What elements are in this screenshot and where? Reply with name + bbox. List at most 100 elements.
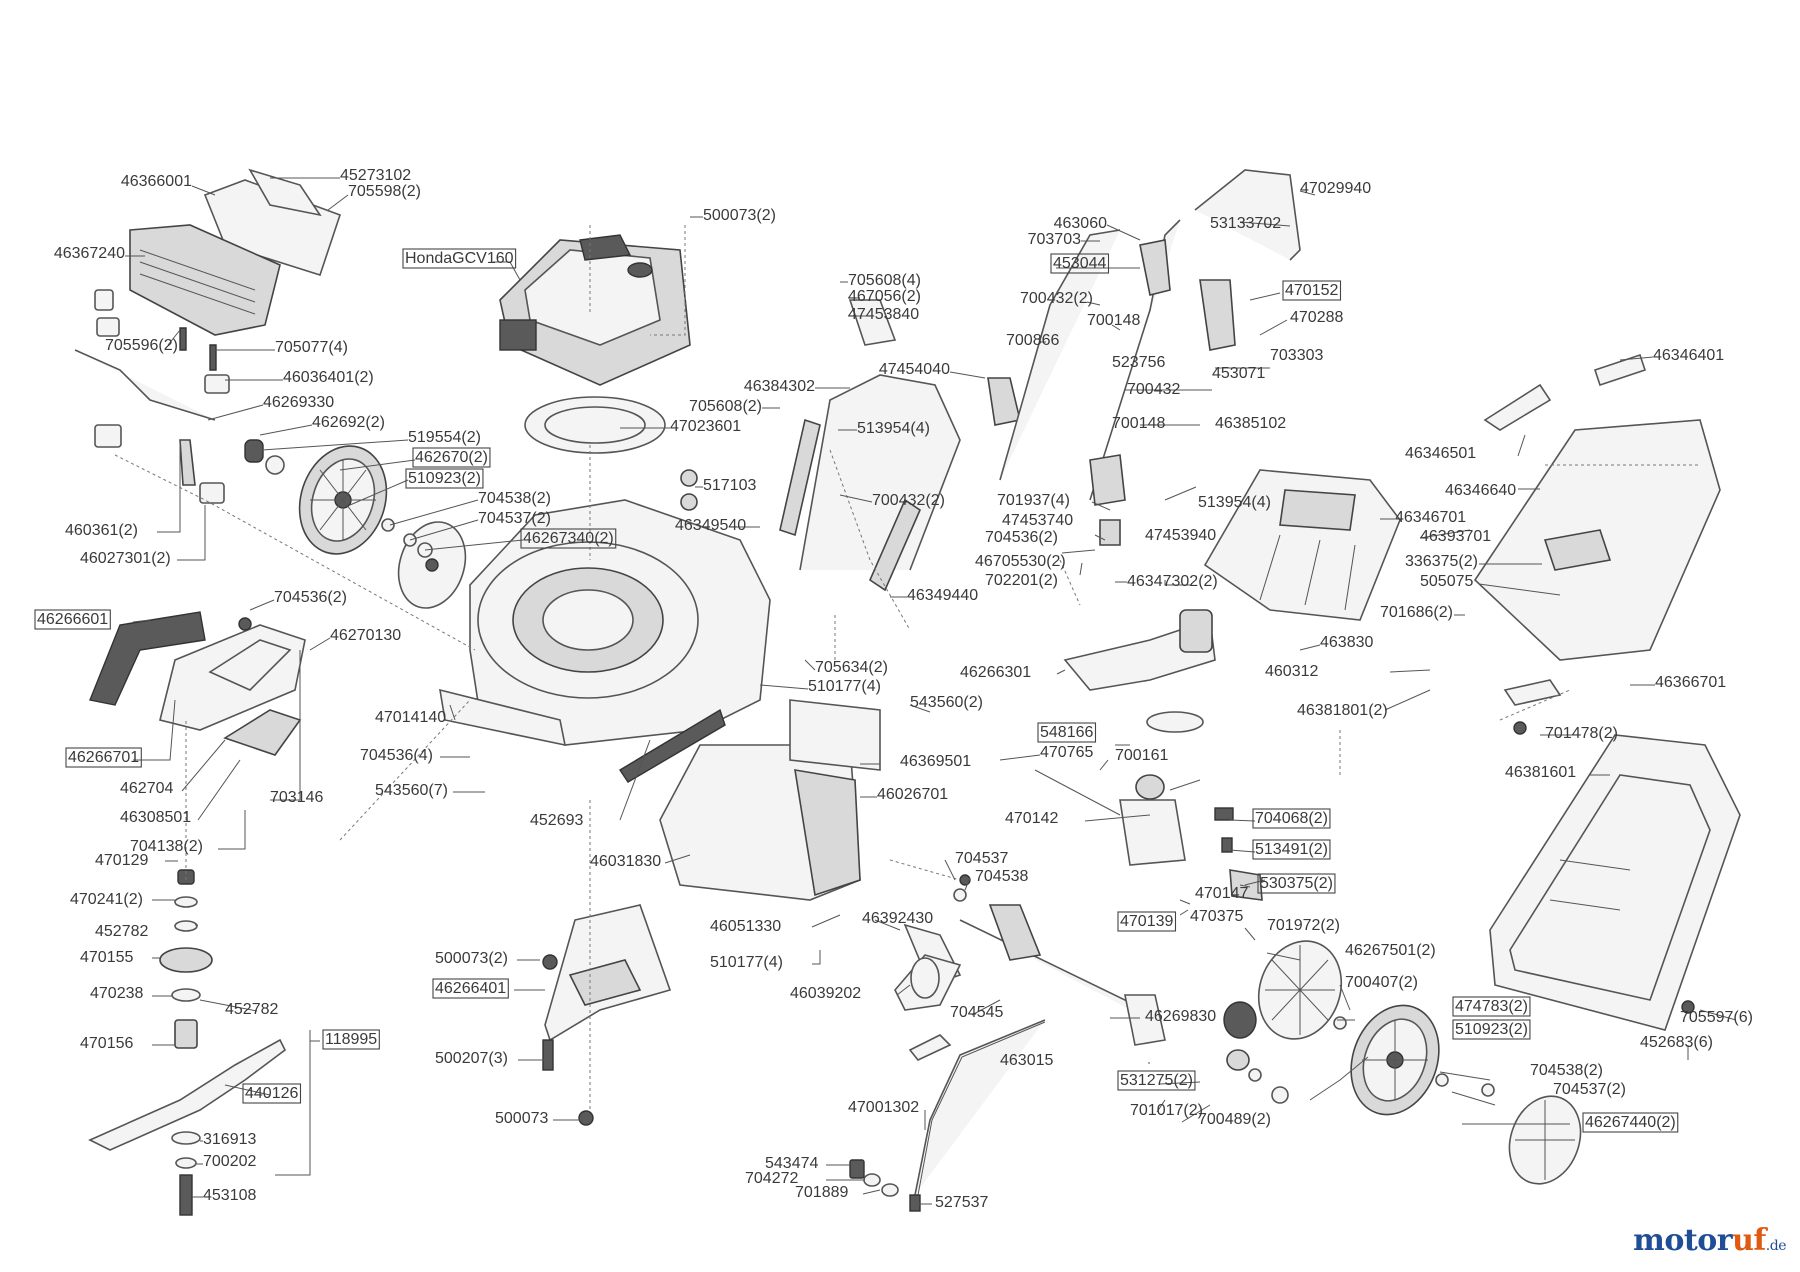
callout-45273102: 45273102 bbox=[340, 167, 411, 184]
grass-bag-drawing bbox=[1489, 721, 1741, 1031]
callout-label: 470241(2) bbox=[70, 891, 143, 908]
callout-label: 46385102 bbox=[1215, 415, 1286, 432]
callout-label: 513954(4) bbox=[857, 420, 930, 437]
callout-label: 530375(2) bbox=[1260, 875, 1333, 892]
callout-460312: 460312 bbox=[1265, 663, 1318, 680]
callout-label: 46039202 bbox=[790, 985, 861, 1002]
callout-label: 46366701 bbox=[1655, 674, 1726, 691]
callout-label: 53133702 bbox=[1210, 215, 1281, 232]
callout-47453940: 47453940 bbox=[1145, 527, 1216, 544]
callout-label: 453071 bbox=[1212, 365, 1265, 382]
callout-label: 700489(2) bbox=[1198, 1111, 1271, 1128]
callout-46051330: 46051330 bbox=[710, 918, 781, 935]
callout-543560-2: 543560(2) bbox=[910, 694, 983, 711]
callout-label: 46267501(2) bbox=[1345, 942, 1436, 959]
callout-510923-2-a: 510923(2) bbox=[405, 468, 484, 489]
callout-label: 470765 bbox=[1040, 744, 1093, 761]
callout-336375-2: 336375(2) bbox=[1405, 553, 1478, 570]
callout-label: 517103 bbox=[703, 477, 756, 494]
callout-452693: 452693 bbox=[530, 812, 583, 829]
callout-543474: 543474 bbox=[765, 1155, 818, 1172]
callout-label: 704538 bbox=[975, 868, 1028, 885]
callout-label: 46346401 bbox=[1653, 347, 1724, 364]
callout-label: 523756 bbox=[1112, 354, 1165, 371]
rear-wheel-right-drawing bbox=[1333, 1004, 1582, 1185]
callout-467056-2: 467056(2) bbox=[848, 288, 921, 305]
callout-704536-4: 704536(4) bbox=[360, 747, 433, 764]
alignment-lines bbox=[114, 225, 1700, 1110]
callout-703703: 703703 bbox=[1028, 231, 1081, 248]
callout-label: 46392430 bbox=[862, 910, 933, 927]
callout-46266401: 46266401 bbox=[432, 978, 509, 999]
callout-46367240: 46367240 bbox=[54, 245, 125, 262]
height-rod-drawing bbox=[74, 349, 285, 486]
rear-chute-drawing bbox=[619, 699, 881, 901]
callout-label: 500073(2) bbox=[435, 950, 508, 967]
callout-700432-c: 700432 bbox=[1127, 381, 1180, 398]
callout-700148-b: 700148 bbox=[1112, 415, 1165, 432]
callout-label: 701889 bbox=[795, 1184, 848, 1201]
deck-drawing bbox=[439, 469, 771, 747]
callout-470147: 470147 bbox=[1195, 885, 1248, 902]
callout-label: 704272 bbox=[745, 1170, 798, 1187]
callout-label: 46266701 bbox=[68, 749, 139, 766]
callout-label: 336375(2) bbox=[1405, 553, 1478, 570]
callout-label: 500073(2) bbox=[703, 207, 776, 224]
callout-label: 513954(4) bbox=[1198, 494, 1271, 511]
side-chute-drawing bbox=[89, 611, 306, 756]
callout-453108: 453108 bbox=[203, 1187, 256, 1204]
callout-label: 47029940 bbox=[1300, 180, 1371, 197]
callout-label: 470139 bbox=[1120, 913, 1173, 930]
blade-assembly-drawing bbox=[88, 869, 287, 1216]
callout-label: 118995 bbox=[325, 1031, 377, 1048]
callout-500073-2-a: 500073(2) bbox=[703, 207, 776, 224]
callout-701686-2: 701686(2) bbox=[1380, 604, 1453, 621]
callout-label: 700148 bbox=[1112, 415, 1165, 432]
callout-label: 46347302(2) bbox=[1127, 573, 1218, 590]
callout-510923-2-b: 510923(2) bbox=[1452, 1019, 1531, 1040]
callout-47453840: 47453840 bbox=[848, 306, 919, 323]
callout-label: 704545 bbox=[950, 1004, 1003, 1021]
logo-suffix-text: .de bbox=[1765, 1238, 1787, 1254]
callout-box bbox=[402, 248, 517, 269]
callout-510177-4-a: 510177(4) bbox=[808, 678, 881, 695]
callout-510177-4-b: 510177(4) bbox=[710, 954, 783, 971]
callout-label: 705596(2) bbox=[105, 337, 178, 354]
callout-label: 700432 bbox=[1127, 381, 1180, 398]
callout-462692-2: 462692(2) bbox=[312, 414, 385, 431]
callout-box bbox=[520, 528, 617, 549]
callout-label: 45273102 bbox=[340, 167, 411, 184]
callout-label: 703703 bbox=[1028, 231, 1081, 248]
mulch-plate-drawing bbox=[542, 904, 672, 1126]
callout-label: 46349440 bbox=[907, 587, 978, 604]
left-handle-drawing bbox=[779, 299, 1021, 592]
callout-470288: 470288 bbox=[1290, 309, 1343, 326]
callout-label: 46369501 bbox=[900, 753, 971, 770]
callout-label: 46051330 bbox=[710, 918, 781, 935]
callout-label: 700866 bbox=[1006, 332, 1059, 349]
callout-label: 46366001 bbox=[121, 173, 192, 190]
callout-label: 705597(6) bbox=[1680, 1009, 1753, 1026]
callout-46385102: 46385102 bbox=[1215, 415, 1286, 432]
callout-label: 700148 bbox=[1087, 312, 1140, 329]
callout-label: 704538(2) bbox=[478, 490, 551, 507]
callout-label: 705077(4) bbox=[275, 339, 348, 356]
callout-label: 704138(2) bbox=[130, 838, 203, 855]
callout-513954-4-b: 513954(4) bbox=[1198, 494, 1271, 511]
callout-46349540: 46349540 bbox=[675, 517, 746, 534]
callout-452683-6: 452683(6) bbox=[1640, 1034, 1713, 1051]
callout-47453740: 47453740 bbox=[1002, 512, 1073, 529]
rear-wheel-left-drawing bbox=[298, 445, 467, 609]
callout-label: 46266601 bbox=[37, 611, 108, 628]
callout-label: 704068(2) bbox=[1255, 810, 1328, 827]
callout-label: 463060 bbox=[1054, 215, 1107, 232]
callout-label: 46267440(2) bbox=[1585, 1114, 1676, 1131]
callout-label: 701017(2) bbox=[1130, 1102, 1203, 1119]
callout-46269330: 46269330 bbox=[263, 394, 334, 411]
callout-box bbox=[1050, 253, 1110, 274]
callout-box bbox=[1037, 722, 1097, 743]
bag-frame-drawing bbox=[1473, 353, 1721, 706]
bag-lid-drawing bbox=[1203, 469, 1401, 621]
callout-label: 460312 bbox=[1265, 663, 1318, 680]
callout-label: 470152 bbox=[1285, 282, 1338, 299]
